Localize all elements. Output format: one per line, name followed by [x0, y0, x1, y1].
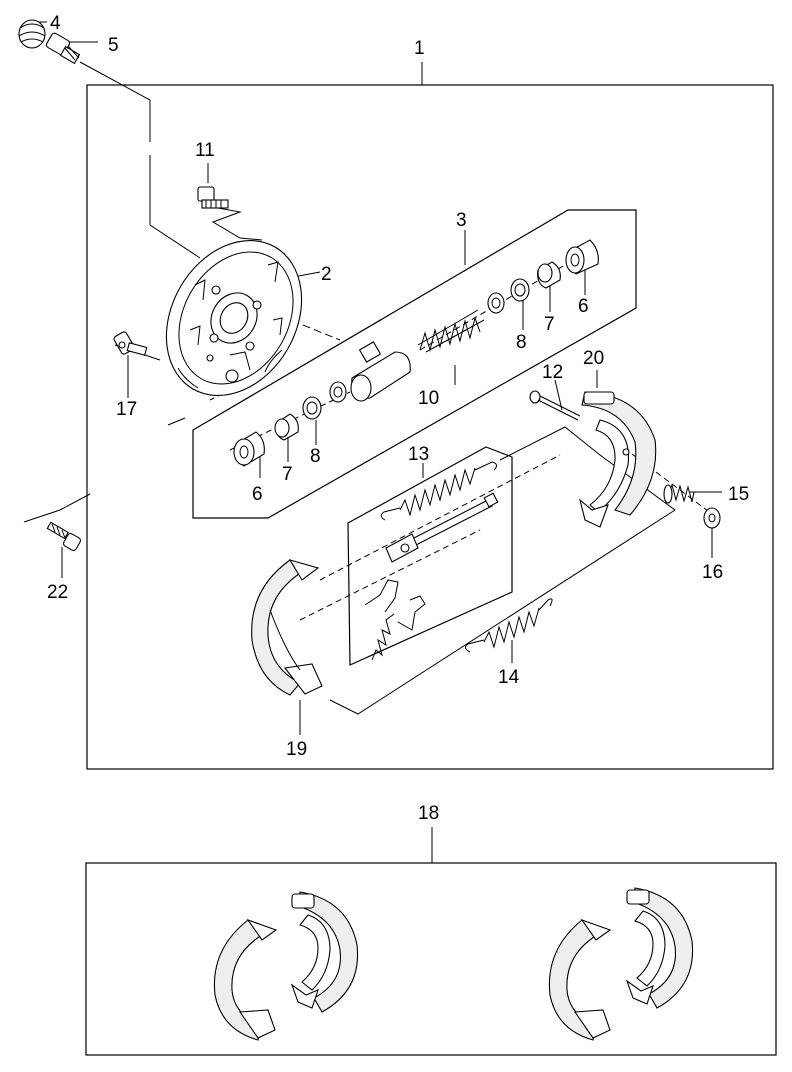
valve-part	[113, 331, 148, 356]
callout-4: 4	[50, 13, 61, 34]
cup-seal-lower-part	[302, 396, 322, 420]
callout-20: 20	[583, 348, 604, 369]
piston-lower-part	[274, 413, 299, 441]
dust-boot-upper-part	[565, 239, 599, 275]
upper-return-spring-part	[380, 461, 498, 521]
callout-18: 18	[418, 803, 439, 824]
backing-plate-part	[165, 239, 303, 397]
callout-10: 10	[418, 388, 439, 409]
adjuster-lever-part	[364, 579, 426, 661]
callout-6-upper: 6	[578, 296, 589, 317]
callout-19: 19	[286, 739, 307, 760]
callout-14: 14	[498, 667, 520, 688]
main-assembly-frame	[86, 84, 774, 770]
callout-7-upper: 7	[544, 314, 555, 335]
piston-upper-part	[537, 261, 561, 289]
callout-13: 13	[408, 444, 429, 465]
spring-cup-part	[703, 507, 721, 529]
callout-3: 3	[456, 210, 467, 231]
wheel-cylinder-group-frame	[192, 209, 637, 519]
mounting-bolt-part	[197, 186, 229, 209]
callout-22: 22	[47, 582, 68, 603]
callout-16: 16	[702, 562, 723, 583]
bleeder-screw-part	[45, 32, 81, 65]
callout-17: 17	[116, 399, 137, 420]
dust-boot-lower-part	[233, 431, 265, 467]
adjuster-strut-part	[385, 492, 499, 563]
brake-shoe-lever-part	[579, 391, 657, 528]
screw-part	[46, 521, 82, 552]
hold-down-spring-part	[663, 483, 695, 504]
callout-8-upper: 8	[516, 332, 527, 353]
piston-cup-upper-part	[487, 292, 505, 314]
callout-12: 12	[542, 362, 563, 383]
callout-15: 15	[728, 484, 749, 505]
shoe-kit-frame	[85, 862, 777, 1056]
shoe-kit-set-right	[548, 887, 694, 1041]
shoe-kit-set-left	[213, 891, 359, 1041]
piston-cup-lower-part	[329, 381, 347, 403]
cup-seal-upper-part	[510, 278, 530, 302]
callout-11: 11	[195, 140, 215, 161]
callout-2: 2	[321, 264, 332, 285]
callout-5: 5	[108, 35, 119, 56]
dust-cap-part	[18, 19, 46, 49]
cylinder-spring-part	[417, 309, 485, 353]
brake-shoe-left-part	[251, 559, 323, 696]
callout-8-lower: 8	[310, 446, 321, 467]
callout-7-lower: 7	[282, 464, 293, 485]
callout-6-lower: 6	[252, 484, 263, 505]
hold-down-pin-part	[529, 390, 581, 421]
spring-group-frame	[347, 446, 513, 666]
wheel-cylinder-body-part	[350, 341, 411, 402]
lower-return-spring-part	[464, 598, 553, 653]
callout-1: 1	[414, 38, 425, 59]
